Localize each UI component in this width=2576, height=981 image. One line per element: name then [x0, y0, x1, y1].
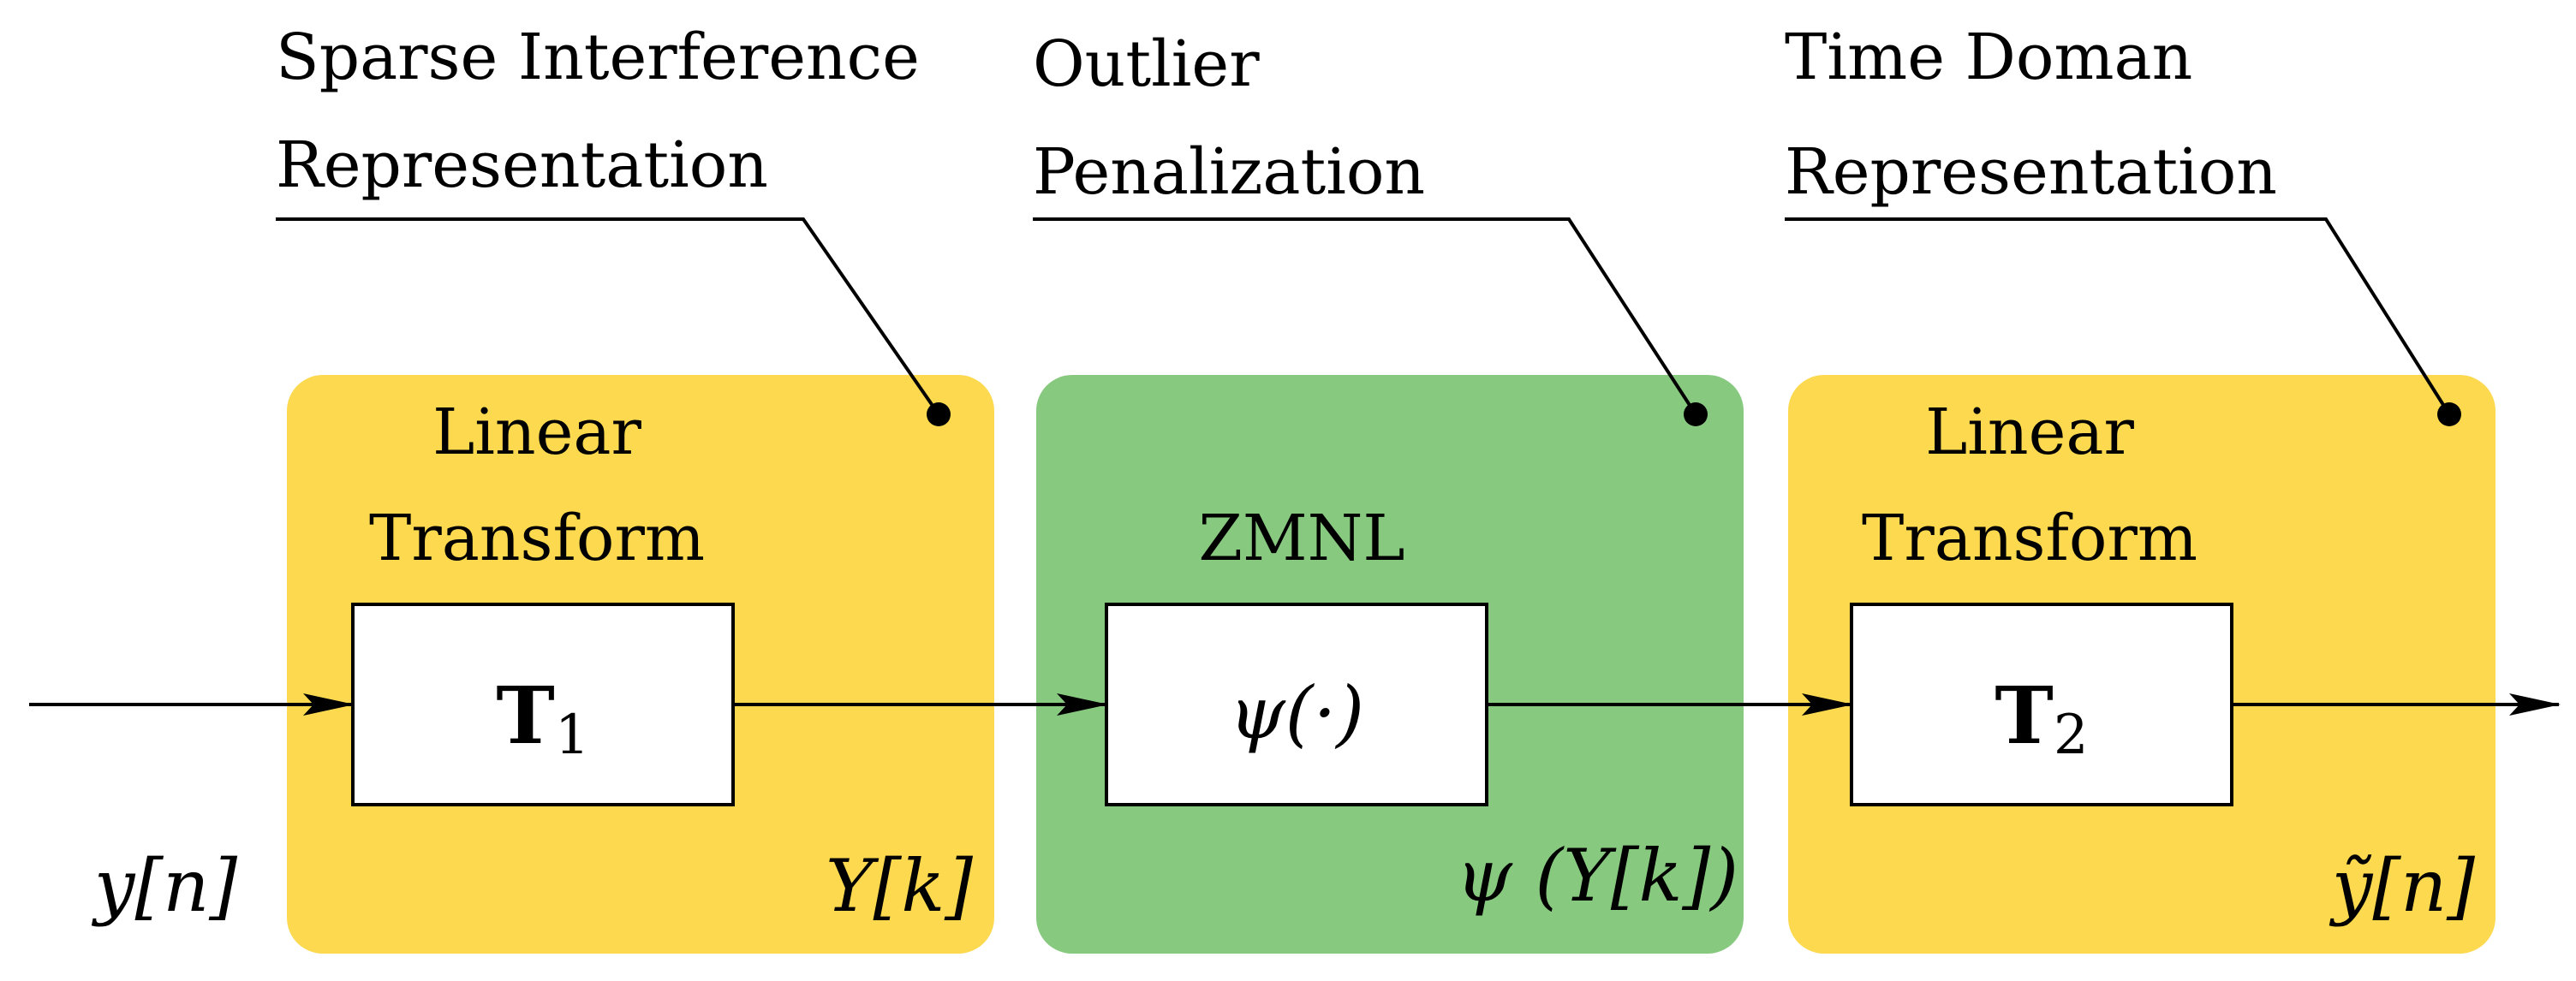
stage-1-title-line-1: Linear — [432, 395, 641, 469]
stage-3-annotation-line-2: Representation — [1785, 135, 2277, 209]
operator-t1-symbol: T — [496, 669, 554, 762]
stage-1-annotation-line-2: Representation — [276, 128, 768, 202]
stage-3-group: Time Doman Representation Linear Transfo… — [1785, 21, 2496, 954]
stage-2-annotation-line-1: Outlier — [1033, 27, 1260, 101]
stage-2-output-label: ψ (Y[k]) — [1456, 834, 1738, 918]
stage-1-title-line-2: Transform — [369, 502, 705, 575]
stage-3-title-line-2: Transform — [1862, 502, 2197, 575]
stage-1-leader-line — [276, 217, 940, 416]
operator-box-psi — [1105, 603, 1488, 806]
stage-3-annotation-line-1: Time Doman — [1785, 21, 2192, 94]
operator-psi-label: ψ(·) — [1229, 671, 1364, 755]
stage-1-output-label: Y[k] — [826, 844, 973, 928]
stage-3-output-label: ỹ[n] — [2329, 844, 2475, 928]
stage-2-title-line-1: ZMNL — [1198, 502, 1404, 575]
stage-2-leader-dot — [1684, 402, 1708, 426]
input-label: y[n] — [91, 844, 237, 928]
stage-1-group: Sparse Interference Representation Linea… — [276, 21, 994, 954]
operator-t2-subscript: 2 — [2054, 704, 2089, 767]
stage-3-leader-dot — [2437, 402, 2461, 426]
stage-1-annotation-line-1: Sparse Interference — [276, 21, 920, 94]
operator-t2-symbol: T — [1995, 669, 2053, 762]
stage-1-leader-dot — [927, 402, 951, 426]
operator-box-t2 — [1850, 603, 2233, 806]
operator-box-t1 — [351, 603, 735, 806]
stage-3-title-line-1: Linear — [1925, 395, 2134, 469]
stage-2-leader-line — [1033, 217, 1697, 416]
stage-3-leader-line — [1785, 217, 2451, 416]
operator-t1-label: T1 — [496, 669, 589, 767]
stage-2-group: Outlier Penalization ZMNL ψ(·) ψ (Y[k]) — [1033, 27, 1744, 954]
operator-t2-label: T2 — [1995, 669, 2088, 767]
stage-2-annotation-line-2: Penalization — [1033, 135, 1425, 209]
operator-t1-subscript: 1 — [555, 704, 590, 767]
